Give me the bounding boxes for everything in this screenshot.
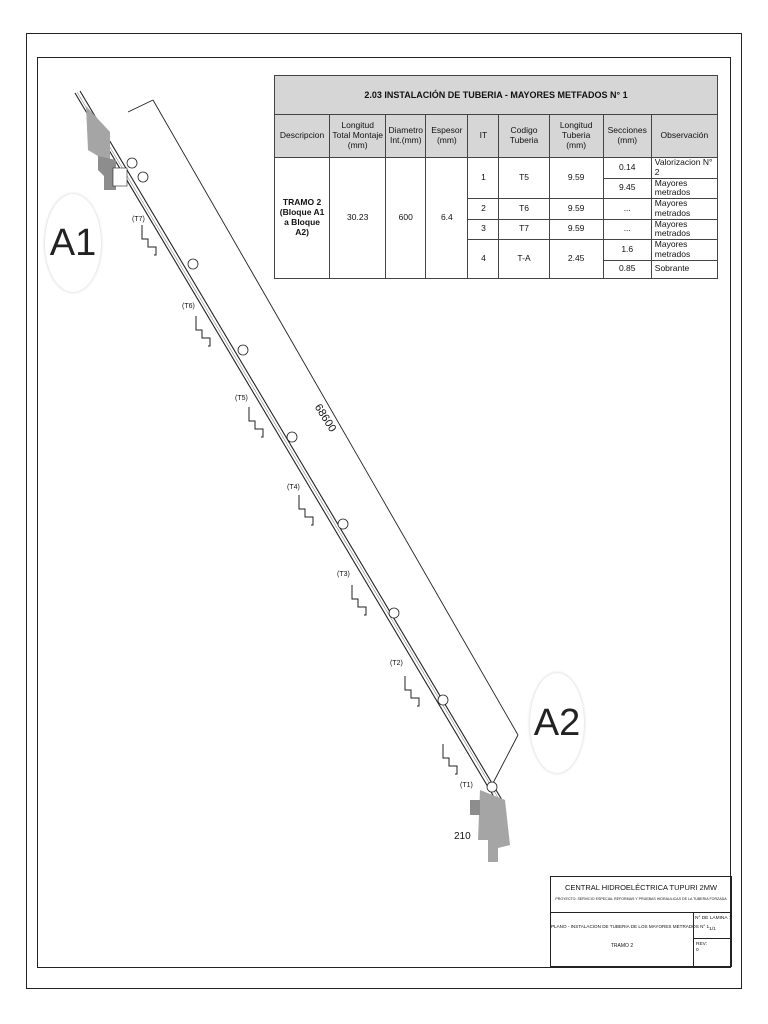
support-t4: [298, 495, 314, 526]
cell-code: T5: [498, 156, 550, 200]
joint-marker: [126, 157, 138, 169]
cell-length: 9.59: [548, 198, 604, 220]
joint-marker: [286, 431, 298, 443]
pipe-line-upper: [74, 92, 498, 803]
header-longitud-tuberia: Longitud Tuberia (mm): [548, 114, 604, 158]
pipe-line-lower: [79, 90, 503, 801]
header-codigo: Codigo Tuberia: [498, 114, 550, 158]
support-t1: [442, 744, 458, 775]
pipe-label-t5: (T5): [235, 395, 248, 402]
cell-section: 1.6: [602, 239, 652, 261]
pipe-label-t6: (T6): [182, 303, 195, 310]
joint-marker: [237, 344, 249, 356]
metrados-table: 2.03 INSTALACIÓN DE TUBERIA - MAYORES ME…: [273, 75, 719, 279]
cell-observation: Mayores metrados: [650, 239, 719, 261]
pipe-label-t3: (T3): [337, 571, 350, 578]
title-block: CENTRAL HIDROELÉCTRICA TUPURI 2MW PROYEC…: [550, 876, 732, 967]
joint-marker: [486, 781, 498, 793]
cell-length: 9.59: [548, 218, 604, 241]
title-block-sheet: N° DE LAMINA : 1/1: [694, 913, 731, 939]
cell-section: 0.85: [602, 259, 652, 279]
cell-it: 3: [467, 218, 500, 241]
cell-diameter: 600: [385, 157, 427, 279]
cell-code: T6: [498, 198, 550, 220]
table-title: 2.03 INSTALACIÓN DE TUBERIA - MAYORES ME…: [274, 75, 718, 115]
cell-it: 1: [467, 156, 500, 200]
pipe-supports: [141, 225, 458, 775]
header-diametro: Diametro Int.(mm): [385, 114, 427, 158]
block-label-a1: A1: [45, 194, 101, 292]
cell-thickness: 6.4: [425, 157, 469, 279]
joint-marker: [388, 607, 400, 619]
title-block-rev: REV: 0: [694, 939, 731, 966]
sheet-outer-border: [26, 33, 742, 989]
header-secciones: Secciones (mm): [602, 114, 652, 158]
joint-marker: [187, 258, 199, 270]
plan-name: PLANO - INSTALACION DE TUBERIA DE LOS MA…: [551, 924, 710, 929]
cell-observation: Mayores metrados: [650, 177, 719, 200]
cell-observation: Mayores metrados: [650, 218, 719, 241]
cell-observation: Valorizacion N° 2: [650, 157, 719, 179]
rev-label: REV:: [696, 942, 708, 947]
header-observacion: Observación: [650, 114, 719, 158]
support-t2: [404, 676, 420, 707]
support-t3: [351, 585, 367, 616]
anchor-block-a1: [86, 106, 128, 190]
title-block-header: CENTRAL HIDROELÉCTRICA TUPURI 2MW PROYEC…: [551, 877, 731, 913]
sheet-label: N° DE LAMINA :: [695, 916, 730, 921]
cell-it: 4: [467, 239, 500, 279]
support-t6: [195, 316, 211, 347]
pipe-label-t7: (T7): [132, 216, 145, 223]
header-espesor: Espesor (mm): [425, 114, 469, 158]
cell-it: 2: [467, 198, 500, 220]
cell-code: T-A: [498, 239, 550, 279]
cell-observation: Sobrante: [650, 259, 719, 279]
cell-section: ...: [602, 198, 652, 220]
project-name: PROYECTO: SERVICIO ESPECIAL REFORMAS Y P…: [555, 897, 727, 901]
cell-section: 0.14: [602, 157, 652, 179]
support-t7: [141, 225, 157, 256]
cell-descripcion: TRAMO 2 (Bloque A1 a Bloque A2): [273, 157, 331, 279]
sheet-inner-border: [37, 57, 731, 968]
sheet-value: 1/1: [709, 927, 716, 932]
joint-markers: [126, 157, 498, 793]
pipe-label-t4: (T4): [287, 484, 300, 491]
cell-code: T7: [498, 218, 550, 241]
cell-section: 9.45: [602, 177, 652, 200]
dimension-tick-top: [127, 99, 154, 113]
cell-section: ...: [602, 218, 652, 241]
section-name: TRAMO 2: [610, 943, 634, 949]
pipe-center: [76, 91, 501, 802]
pipe-label-t1: (T1): [460, 782, 473, 789]
joint-marker: [337, 518, 349, 530]
support-t5: [248, 407, 264, 438]
cell-total-length: 30.23: [329, 157, 387, 279]
header-descripcion: Descripcion: [273, 114, 331, 158]
dimension-tick-bottom: [491, 734, 519, 786]
pipe-label-t2: (T2): [390, 660, 403, 667]
title-block-plan: PLANO - INSTALACION DE TUBERIA DE LOS MA…: [551, 913, 710, 966]
rev-value: 0: [696, 948, 699, 953]
header-longitud-total: Longitud Total Montaje (mm): [329, 114, 387, 158]
block-label-a2: A2: [530, 673, 584, 773]
company-name: CENTRAL HIDROELÉCTRICA TUPURI 2MW: [564, 883, 718, 892]
dimension-line: [152, 99, 519, 736]
joint-marker: [137, 171, 149, 183]
cell-length: 2.45: [548, 239, 604, 279]
cell-observation: Mayores metrados: [650, 198, 719, 220]
cell-length: 9.59: [548, 156, 604, 200]
dimension-small-label: 210: [454, 831, 471, 842]
header-it: IT: [467, 114, 500, 158]
joint-marker: [437, 694, 449, 706]
anchor-block-a2: [470, 790, 510, 862]
